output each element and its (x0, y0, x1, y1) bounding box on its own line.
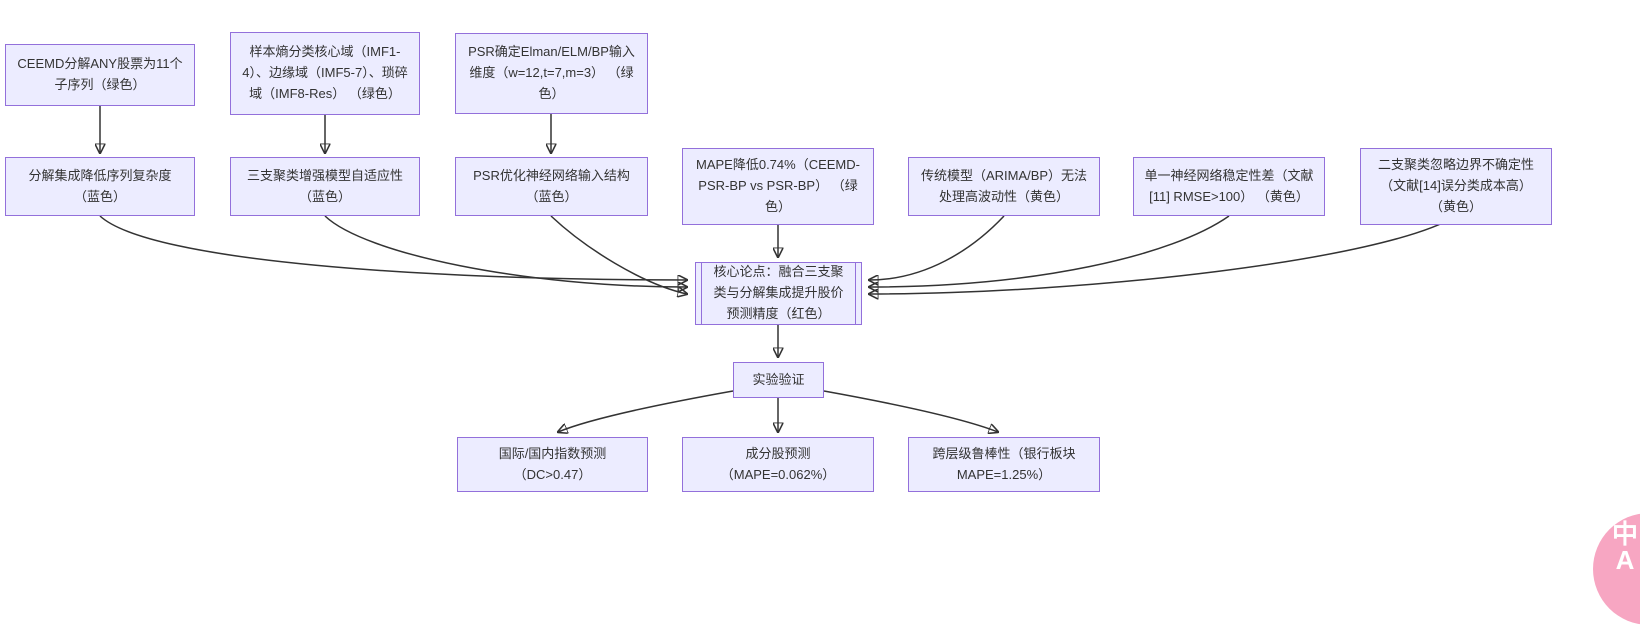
translate-icon: 中A (1611, 519, 1638, 575)
node-mape-reduction: MAPE降低0.74%（CEEMD-PSR-BP vs PSR-BP） （绿色） (682, 148, 874, 225)
edge-experiment-to-index (558, 390, 734, 432)
edge-singlenn-to-core (869, 215, 1230, 287)
edge-layer (0, 106, 1457, 574)
edge-experiment-to-robustness (823, 390, 998, 432)
node-psr-input-structure: PSR优化神经网络输入结构（蓝色） (455, 157, 648, 216)
node-psr-dimension: PSR确定Elman/ELM/BP输入维度（w=12,t=7,m=3） （绿色） (455, 33, 648, 114)
node-index-prediction: 国际/国内指数预测（DC>0.47） (457, 437, 648, 492)
node-decompose-ensemble: 分解集成降低序列复杂度（蓝色） (5, 157, 195, 216)
node-ceemd-decompose: CEEMD分解ANY股票为11个子序列（绿色） (5, 44, 195, 106)
node-single-nn-stability: 单一神经网络稳定性差（文献[11] RMSE>100） （黄色） (1133, 157, 1325, 216)
edge-inputstructure-to-core (550, 215, 687, 294)
edge-traditional-to-core (869, 215, 1005, 280)
node-cross-level-robustness: 跨层级鲁棒性（银行板块 MAPE=1.25%） (908, 437, 1100, 492)
node-experiment-validation: 实验验证 (733, 362, 824, 398)
edge-clustering-to-core (324, 215, 687, 287)
node-sample-entropy: 样本熵分类核心域（IMF1-4）、边缘域（IMF5-7）、琐碎域（IMF8-Re… (230, 32, 420, 115)
flowchart-page: { "palette": { "node_fill": "#ECECFF", "… (0, 32, 1640, 625)
node-component-stock-prediction: 成分股预测（MAPE=0.062%） (682, 437, 874, 492)
edge-twowaycluster-to-core (869, 215, 1457, 294)
node-core-thesis: 核心论点：融合三支聚类与分解集成提升股价预测精度（红色） (695, 262, 862, 325)
node-traditional-model: 传统模型（ARIMA/BP）无法处理高波动性（黄色） (908, 157, 1100, 216)
edge-decompose-to-core (99, 215, 687, 280)
node-three-way-clustering: 三支聚类增强模型自适应性（蓝色） (230, 157, 420, 216)
node-two-way-cluster-issue: 二支聚类忽略边界不确定性（文献[14]误分类成本高） （黄色） (1360, 148, 1552, 225)
